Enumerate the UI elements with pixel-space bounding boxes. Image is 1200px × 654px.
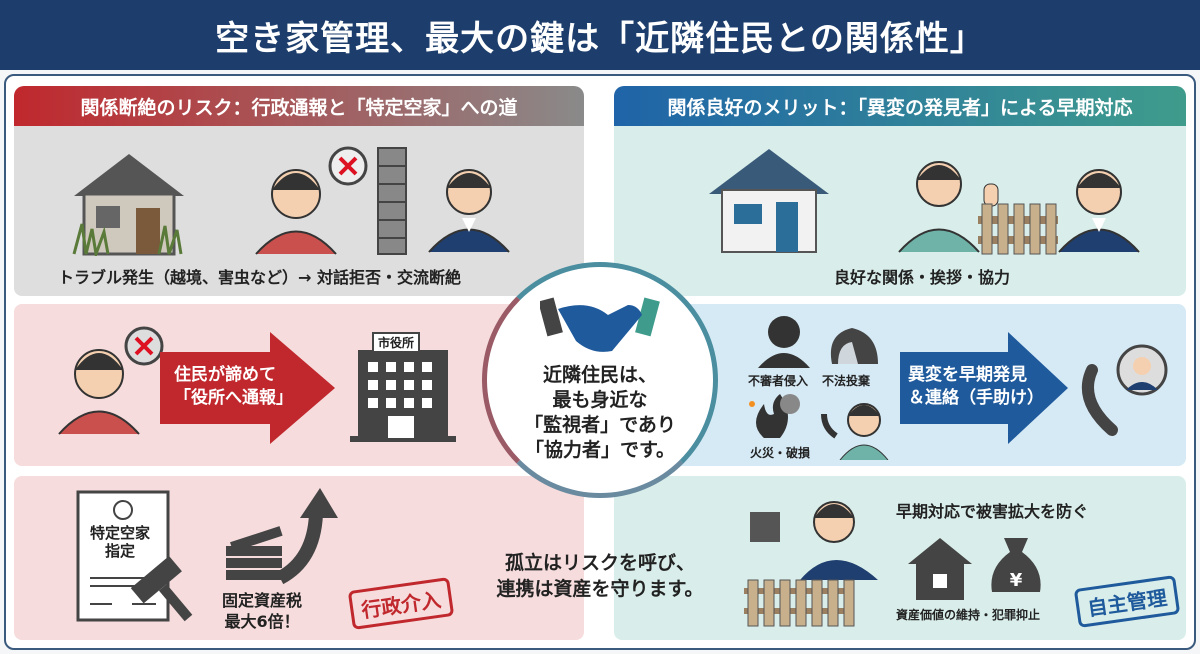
intruder-label: 不審者侵入 (748, 374, 809, 388)
fence-icon (978, 203, 1058, 255)
contact-arrow-icon (900, 332, 1068, 444)
city-hall-sign: 市役所 (372, 332, 421, 353)
money-increase-icon (226, 488, 338, 585)
document-gavel-icon (76, 490, 193, 622)
owner-icon (428, 169, 510, 253)
fire-icon (749, 394, 800, 438)
locked-house-icon (908, 538, 972, 600)
owner-pointing-fence-icon (744, 501, 878, 627)
merit-relationship-panel: 良好な関係・挨拶・協力 (614, 126, 1186, 296)
page-title: 空き家管理、最大の鍵は「近隣住民との関係性」 (0, 0, 1200, 70)
handshake-icon (540, 297, 660, 352)
merit-section-header: 関係良好のメリット：「異変の発見者」による早期対応 (614, 86, 1186, 126)
brick-wall-icon (377, 147, 407, 255)
trouble-caption: トラブル発生（越境、害虫など）→ 対話拒否・交流断絶 (58, 268, 461, 287)
illegal-dumping-icon (830, 328, 878, 364)
city-hall-icon (350, 350, 456, 442)
specified-vacant-house-doc: 特定空家指定 (90, 524, 151, 560)
angry-resident-icon (58, 326, 164, 435)
property-tax-text: 固定資産税最大6倍！ (222, 591, 303, 631)
self-management-stamp: 自主管理 (1073, 575, 1181, 628)
house-icon (709, 149, 829, 253)
report-arrow-text: 住民が諦めて「役所へ通報」 (174, 365, 293, 408)
waving-neighbor-icon (898, 161, 999, 253)
report-arrow-icon (160, 332, 335, 444)
risk-section-header: 関係断絶のリスク：行政通報と「特定空家」への道 (14, 86, 584, 126)
risk-administrative-panel: 特定空家指定 固定資産税最大6倍！ 行政介入 (14, 476, 584, 640)
fire-label: 火災・破損 (750, 446, 811, 460)
center-message-circle: 近隣住民は、 最も身近な 「監視者」であり 「協力者」です。 (482, 262, 718, 498)
dilapidated-house-icon (72, 154, 184, 256)
merit-prevention-panel: 早期対応で被害拡大を防ぐ ¥ 資産価値の維持・犯罪抑止 自主管理 (614, 476, 1186, 640)
asset-protection-caption: 資産価値の維持・犯罪抑止 (896, 608, 1041, 622)
yen-money-bag-icon: ¥ (991, 538, 1041, 592)
owner-icon (1058, 169, 1140, 253)
relationship-caption: 良好な関係・挨拶・協力 (834, 268, 1011, 287)
administrative-intervention-stamp: 行政介入 (347, 577, 455, 630)
prevention-title: 早期対応で被害拡大を防ぐ (896, 502, 1089, 521)
phone-owner-icon (1082, 344, 1168, 436)
risk-trouble-panel: トラブル発生（越境、害虫など）→ 対話拒否・交流断絶 (14, 126, 584, 296)
bottom-summary: 孤立はリスクを呼び、連携は資産を守ります。 (496, 552, 704, 600)
svg-text:¥: ¥ (1010, 570, 1023, 591)
contact-arrow-text: 異変を早期発見＆連絡（手助け） (908, 365, 1044, 408)
intruder-icon (758, 316, 810, 368)
angry-neighbor-icon (255, 146, 368, 255)
illegal-dumping-label: 不法投棄 (822, 374, 871, 388)
calling-neighbor-icon (821, 403, 889, 460)
